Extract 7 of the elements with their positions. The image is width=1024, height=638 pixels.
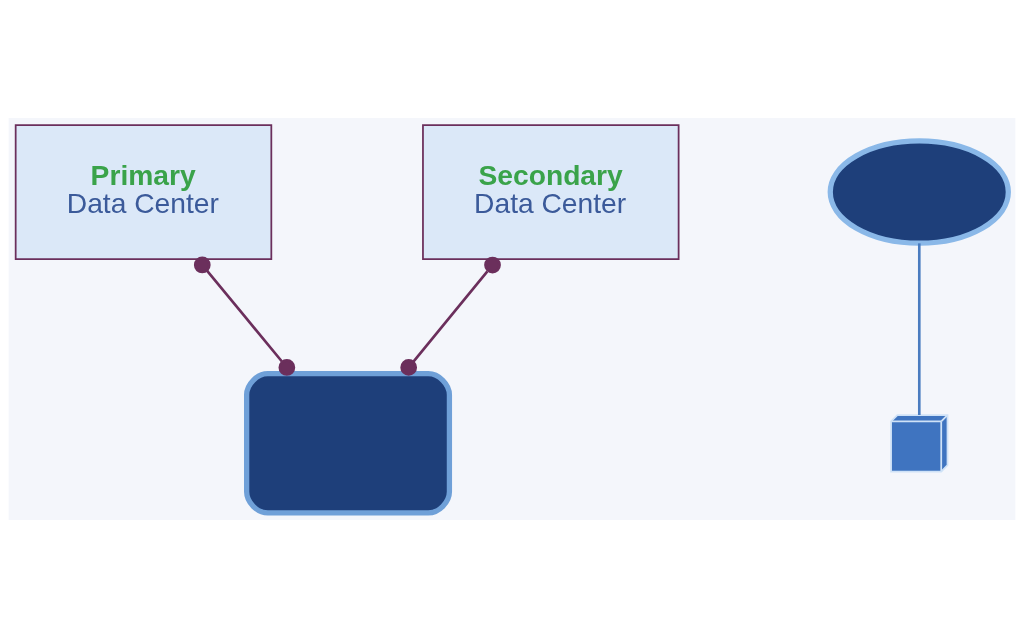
connector bbox=[400, 256, 501, 376]
node-box bbox=[244, 371, 453, 516]
connector bbox=[193, 256, 296, 376]
node-box: Secondary Data Center bbox=[422, 124, 680, 260]
node-box: Primary Data Center bbox=[14, 124, 273, 260]
connector bbox=[917, 243, 921, 415]
node-cloud bbox=[827, 138, 1011, 246]
